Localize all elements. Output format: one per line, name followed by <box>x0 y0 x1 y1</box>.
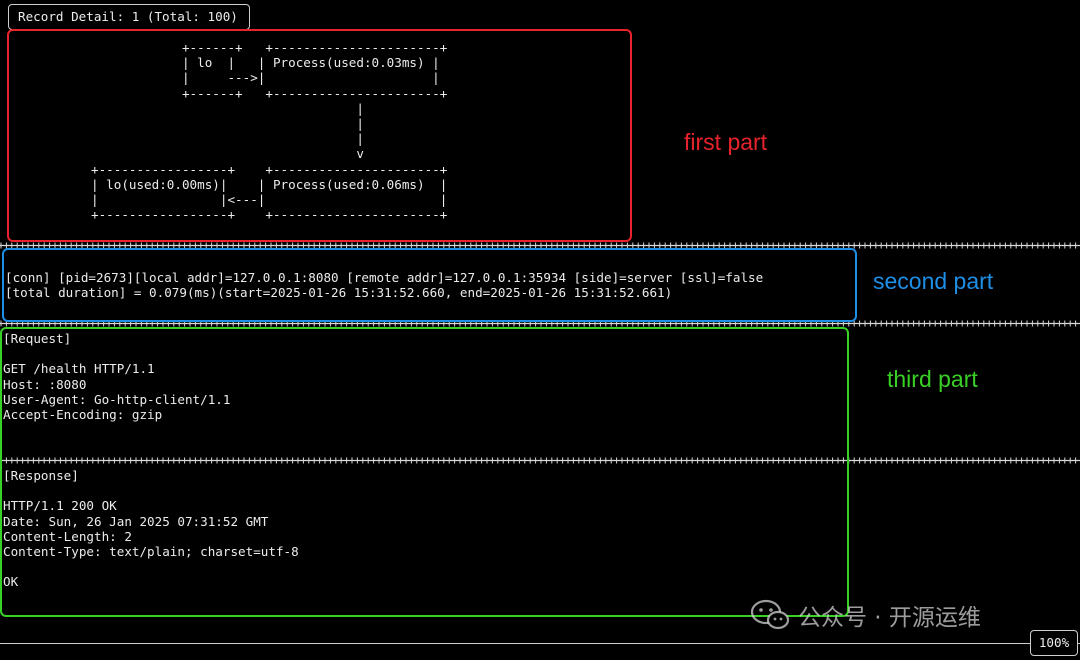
first-part-label: first part <box>684 129 768 155</box>
watermark: 公众号 · 开源运维 <box>750 598 981 632</box>
zoom-indicator[interactable]: 100% <box>1030 630 1078 656</box>
connection-info: [conn] [pid=2673][local addr]=127.0.0.1:… <box>5 270 764 301</box>
third-part-highlight <box>0 327 849 617</box>
watermark-text: 公众号 · 开源运维 <box>798 605 981 631</box>
record-detail-title: Record Detail: 1 (Total: 100) <box>8 4 250 30</box>
wechat-icon <box>750 599 790 630</box>
third-part-label: third part <box>887 366 978 392</box>
response-section: [Response] HTTP/1.1 200 OK Date: Sun, 26… <box>3 468 299 590</box>
second-part-highlight <box>2 248 857 322</box>
request-section: [Request] GET /health HTTP/1.1 Host: :80… <box>3 331 231 423</box>
separator-line <box>0 242 1080 249</box>
status-line <box>0 643 1080 644</box>
flow-diagram: +------+ +----------------------+ | lo |… <box>90 40 448 223</box>
first-part-highlight <box>7 29 632 242</box>
second-part-label: second part <box>873 268 994 294</box>
separator-line <box>0 457 1080 464</box>
